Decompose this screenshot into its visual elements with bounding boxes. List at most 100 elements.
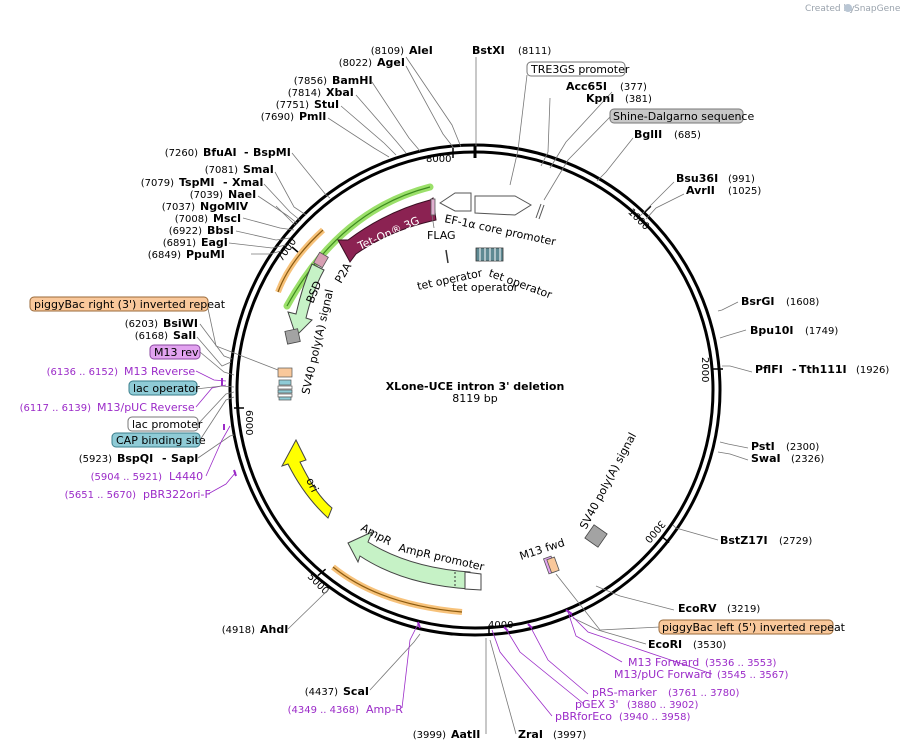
svg-text:M13/pUC Reverse: M13/pUC Reverse xyxy=(97,401,195,414)
tet-operator-label-3: tet operator xyxy=(452,281,519,294)
svg-text:(377): (377) xyxy=(620,82,647,93)
primer-m13-puc-forward[interactable]: M13/pUC Forward(3545 .. 3567) xyxy=(614,668,789,681)
feature-box-tre3gs[interactable]: TRE3GS promoter xyxy=(526,61,630,77)
primer-m13-reverse[interactable]: (6136 .. 6152)M13 Reverse xyxy=(47,365,196,378)
site-psti[interactable]: PstI(2300) xyxy=(751,440,819,453)
site-zrai[interactable]: ZraI(3997) xyxy=(518,728,586,741)
primer-l4440[interactable]: (5904 .. 5921)L4440 xyxy=(91,470,204,483)
site-bsrgi[interactable]: BsrGI(1608) xyxy=(741,295,819,308)
feature-box-m13-rev[interactable]: M13 rev xyxy=(149,344,201,360)
svg-text:TspMI: TspMI xyxy=(179,176,215,189)
site-kpni[interactable]: KpnI(381) xyxy=(586,92,652,105)
site-ngomiv[interactable]: (7037)NgoMIV xyxy=(162,200,249,213)
tick-3000: 3000 xyxy=(642,518,667,545)
primer-prs-marker[interactable]: pRS-marker(3761 .. 3780) xyxy=(592,686,740,699)
site-bbsi[interactable]: (6922)BbsI xyxy=(169,224,234,237)
svg-text:(3545 .. 3567): (3545 .. 3567) xyxy=(717,670,789,681)
site-bsiwi[interactable]: (6203)BsiWI xyxy=(125,317,198,330)
svg-text:Tth111I: Tth111I xyxy=(799,363,847,376)
site-bstz17i[interactable]: BstZ17I(2729) xyxy=(720,534,812,547)
svg-text:-: - xyxy=(792,363,797,376)
site-bfuai-bspmi[interactable]: (7260)BfuAI-BspMI xyxy=(165,146,291,159)
svg-text:(1926): (1926) xyxy=(856,365,889,376)
feature-box-shine-dalgarno[interactable]: Shine-Dalgarno sequence xyxy=(609,108,754,124)
site-smai[interactable]: (7081)SmaI xyxy=(205,163,274,176)
svg-text:(381): (381) xyxy=(625,94,652,105)
feature-leader-lines xyxy=(195,74,661,631)
site-acc65i[interactable]: Acc65I(377) xyxy=(566,80,647,93)
svg-text:-: - xyxy=(223,176,228,189)
svg-text:(6168): (6168) xyxy=(135,331,168,342)
svg-text:(2326): (2326) xyxy=(791,454,824,465)
primer-m13-puc-reverse[interactable]: (6117 .. 6139)M13/pUC Reverse xyxy=(20,401,195,414)
primer-pbr322ori-f[interactable]: (5651 .. 5670)pBR322ori-F xyxy=(65,488,211,501)
svg-text:(3536 .. 3553): (3536 .. 3553) xyxy=(705,658,777,669)
feature-box-lac-operator[interactable]: lac operator xyxy=(128,380,200,396)
svg-text:(7260): (7260) xyxy=(165,148,198,159)
site-bpu10i[interactable]: Bpu10I(1749) xyxy=(750,324,838,337)
site-naei[interactable]: (7039)NaeI xyxy=(190,188,256,201)
svg-text:pRS-marker: pRS-marker xyxy=(592,686,657,699)
feature-box-piggybac-right[interactable]: piggyBac right (3') inverted repeat xyxy=(29,296,226,312)
site-agei[interactable]: (8022)AgeI xyxy=(339,56,405,69)
snapgene-branding: Created by SnapGene xyxy=(805,4,901,14)
svg-text:PstI: PstI xyxy=(751,440,775,453)
svg-text:BsiWI: BsiWI xyxy=(163,317,198,330)
svg-text:EcoRI: EcoRI xyxy=(648,638,682,651)
primer-pbrforeco[interactable]: pBRforEco(3940 .. 3958) xyxy=(555,710,691,723)
svg-text:AgeI: AgeI xyxy=(377,56,405,69)
site-tspmi-xmai[interactable]: (7079)TspMI-XmaI xyxy=(141,176,264,189)
site-stui[interactable]: (7751)StuI xyxy=(276,98,339,111)
site-bglii[interactable]: BglII(685) xyxy=(634,128,701,141)
site-msci[interactable]: (7008)MscI xyxy=(175,212,241,225)
svg-text:(3940 .. 3958): (3940 .. 3958) xyxy=(619,712,691,723)
svg-text:Bsu36I: Bsu36I xyxy=(676,172,718,185)
site-aatii[interactable]: (3999)AatII xyxy=(413,728,481,741)
svg-text:(6849): (6849) xyxy=(148,250,181,261)
svg-text:(1025): (1025) xyxy=(728,186,761,197)
svg-text:AvrII: AvrII xyxy=(686,184,715,197)
svg-text:piggyBac right (3') inverted r: piggyBac right (3') inverted repeat xyxy=(34,298,226,311)
site-eagi[interactable]: (6891)EagI xyxy=(163,236,228,249)
svg-text:(3219): (3219) xyxy=(727,604,760,615)
svg-text:(1749): (1749) xyxy=(805,326,838,337)
plasmid-length: 8119 bp xyxy=(452,392,497,405)
svg-text:EcoRV: EcoRV xyxy=(678,602,717,615)
site-scai[interactable]: (4437)ScaI xyxy=(305,685,369,698)
feature-box-piggybac-left[interactable]: piggyBac left (5') inverted repeat xyxy=(658,619,846,635)
site-avrii[interactable]: AvrII (1025) xyxy=(686,184,761,197)
svg-text:XmaI: XmaI xyxy=(232,176,263,189)
ampr-promoter-arrow xyxy=(464,571,482,591)
primer-pgex-3[interactable]: pGEX 3'(3880 .. 3902) xyxy=(575,698,699,711)
feature-box-lac-promoter[interactable]: lac promoter xyxy=(127,416,203,432)
site-ecorv[interactable]: EcoRV (3219) xyxy=(678,602,760,615)
site-ecori[interactable]: EcoRI(3530) xyxy=(648,638,726,651)
svg-text:piggyBac left (5') inverted re: piggyBac left (5') inverted repeat xyxy=(662,621,846,634)
primer-m13-forward[interactable]: M13 Forward(3536 .. 3553) xyxy=(628,656,777,669)
svg-text:ScaI: ScaI xyxy=(343,685,369,698)
site-bspqi-sapi[interactable]: (5923)BspQI-SapI xyxy=(79,452,199,465)
svg-text:BamHI: BamHI xyxy=(332,74,373,87)
site-ppumi[interactable]: (6849)PpuMI xyxy=(148,248,225,261)
feature-box-cap-binding-site[interactable]: CAP binding site xyxy=(111,432,206,448)
tick-8000: 8000 xyxy=(426,154,451,165)
primer-amp-r[interactable]: (4349 .. 4368)Amp-R xyxy=(288,703,404,716)
site-bstxi[interactable]: BstXI(8111) xyxy=(472,44,551,57)
svg-text:(7856): (7856) xyxy=(294,76,327,87)
site-bamhi[interactable]: (7856) BamHI xyxy=(294,74,373,87)
feature-boxes: TRE3GS promoter Shine-Dalgarno sequence … xyxy=(29,61,846,635)
site-pmli[interactable]: (7690)PmlI xyxy=(261,110,327,123)
lac-region-features xyxy=(277,367,293,401)
svg-text:(7037): (7037) xyxy=(162,202,195,213)
site-bsu36i[interactable]: Bsu36I(991) xyxy=(676,172,755,185)
site-xbai[interactable]: (7814)XbaI xyxy=(288,86,354,99)
bsd-arrow xyxy=(287,263,325,337)
svg-text:-: - xyxy=(162,452,167,465)
p2a-label: P2A xyxy=(332,260,354,285)
site-pflfi-tth111i[interactable]: PflFI-Tth111I(1926) xyxy=(755,363,889,376)
site-sali[interactable]: (6168)SalI xyxy=(135,329,196,342)
site-swai[interactable]: SwaI(2326) xyxy=(751,452,824,465)
site-alei[interactable]: (8109)AleI xyxy=(371,44,433,57)
m13-fwd-label: M13 fwd xyxy=(518,536,566,563)
site-ahdi[interactable]: (4918)AhdI xyxy=(222,623,289,636)
